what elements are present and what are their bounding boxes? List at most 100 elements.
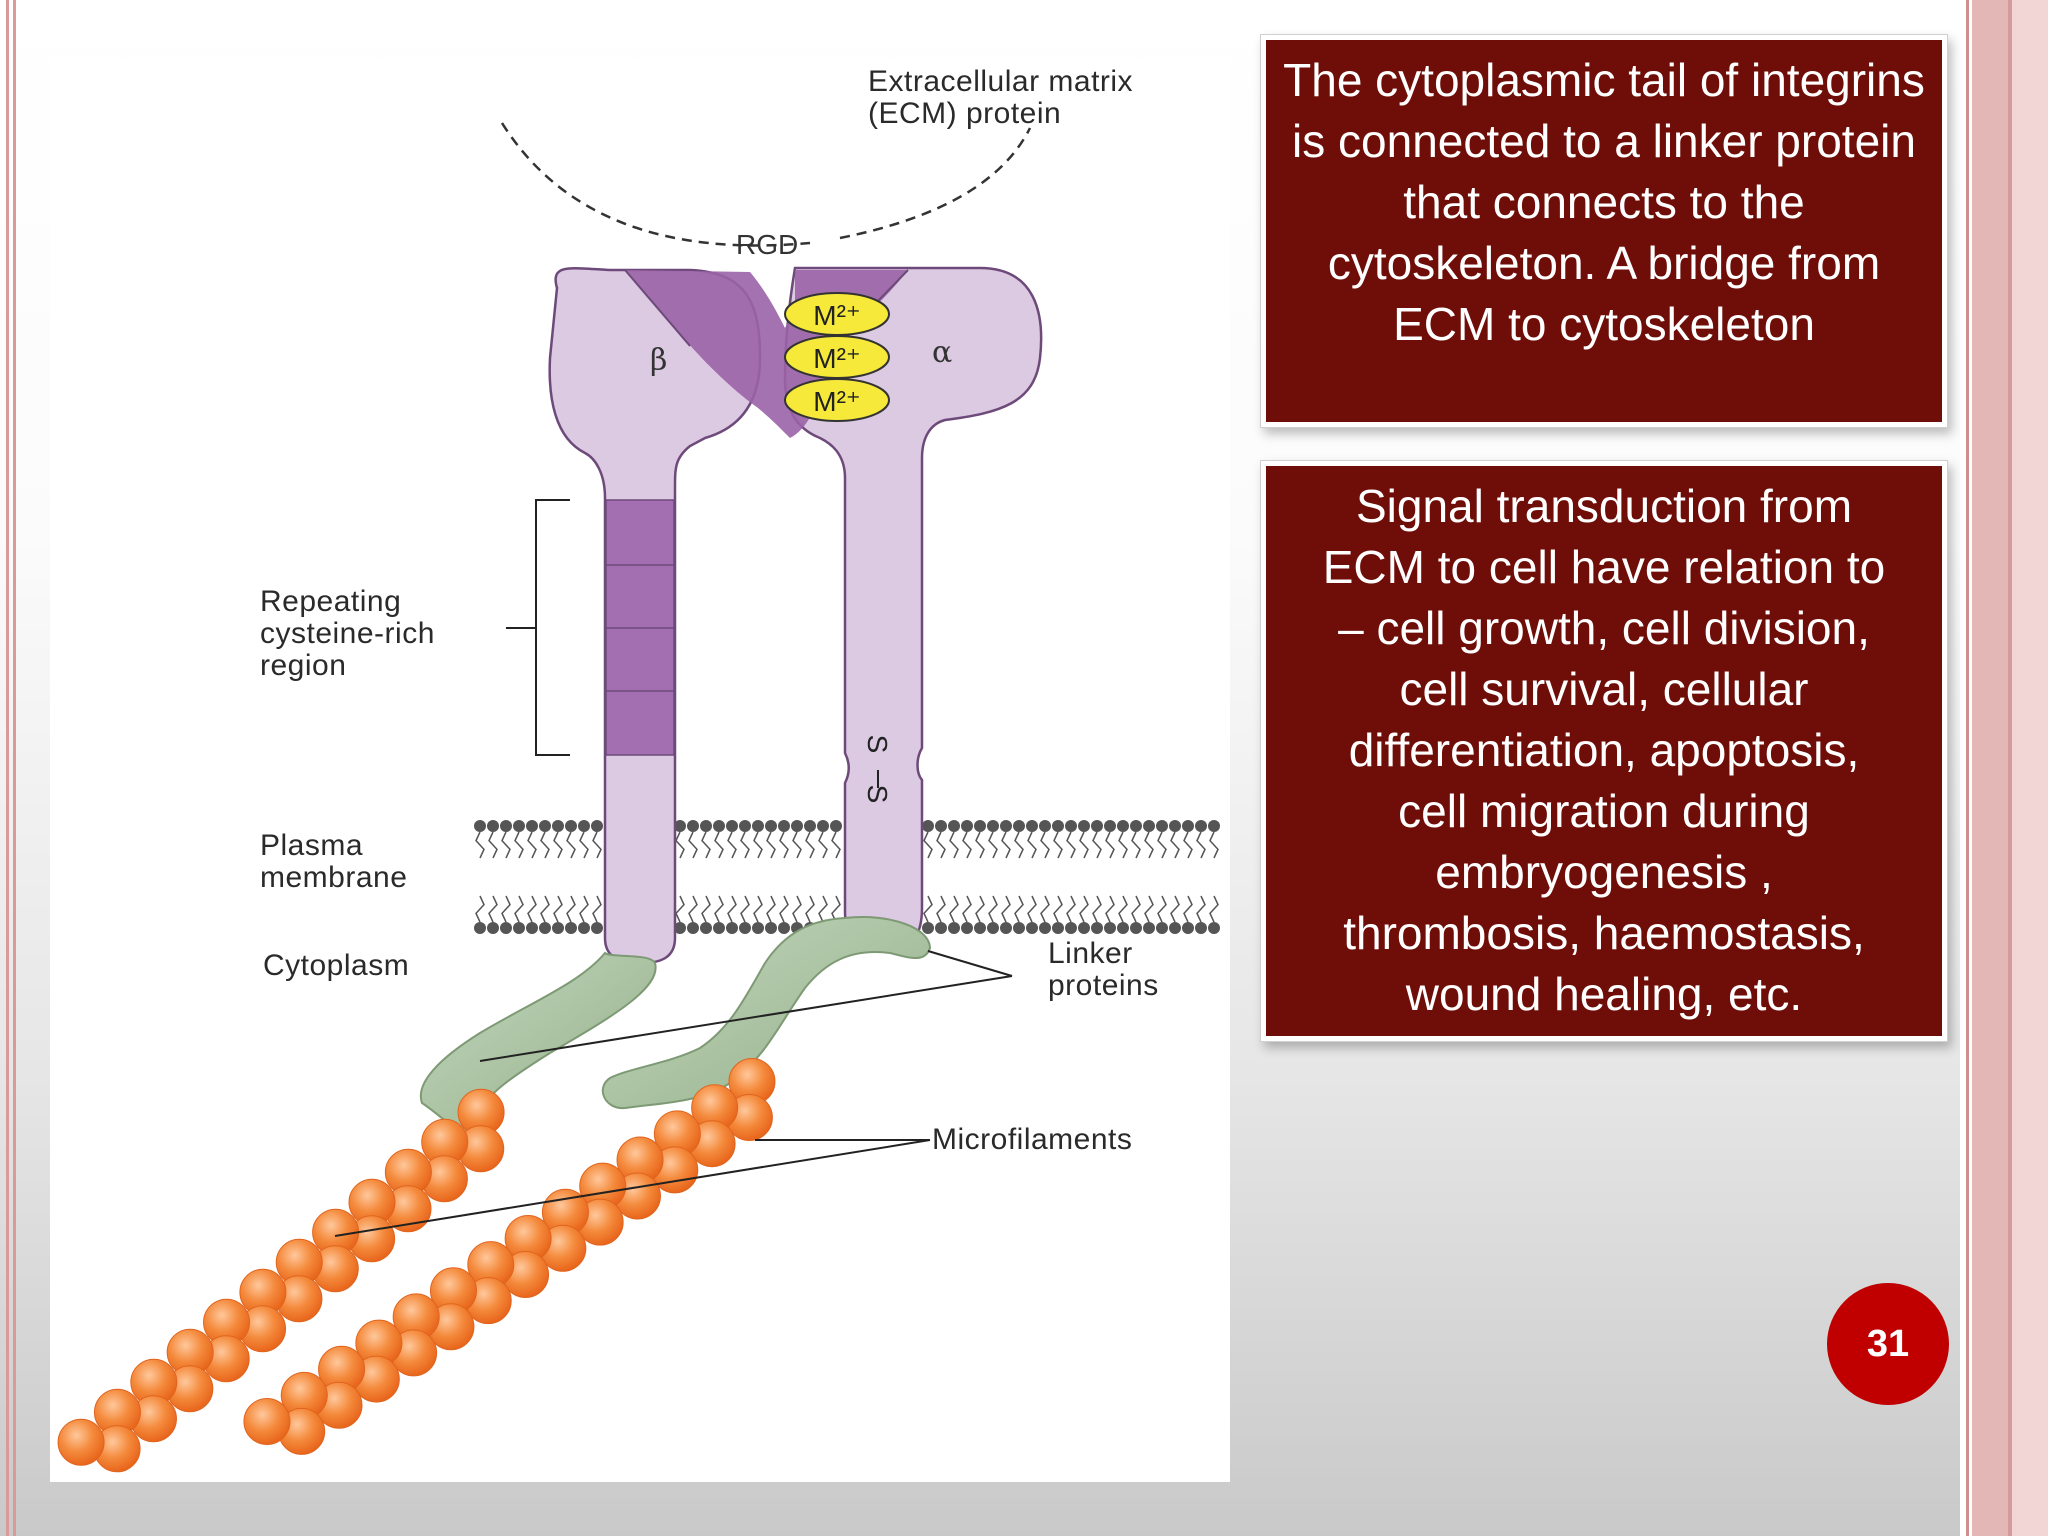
lipid-tail	[675, 895, 685, 923]
lipid-tail	[1209, 895, 1219, 923]
lipid-head	[1169, 922, 1181, 934]
lipid-tail	[688, 831, 698, 859]
lipid-head	[922, 820, 934, 832]
lipid-head	[1039, 820, 1051, 832]
lipid-tail	[1014, 831, 1024, 859]
lipid-tail	[566, 895, 576, 923]
lipid-head	[752, 820, 764, 832]
lipid-tail	[1157, 831, 1167, 859]
lipid-tail	[1001, 895, 1011, 923]
lipid-tail	[592, 831, 602, 859]
lipid-head	[961, 922, 973, 934]
lipid-head	[1104, 820, 1116, 832]
signal-transduction-textbox: Signal transduction from ECM to cell hav…	[1266, 466, 1942, 1036]
lipid-head	[974, 922, 986, 934]
lipid-head	[726, 922, 738, 934]
lipid-head	[1052, 820, 1064, 832]
lipid-head	[987, 922, 999, 934]
lipid-head	[935, 820, 947, 832]
lipid-tail	[805, 831, 815, 859]
lipid-head	[539, 820, 551, 832]
lipid-tail	[779, 831, 789, 859]
lipid-tail	[1027, 831, 1037, 859]
lipid-tail	[514, 895, 524, 923]
lipid-head	[513, 922, 525, 934]
integrin-linker-textbox: The cytoplasmic tail of integrins is con…	[1266, 40, 1942, 422]
lipid-head	[765, 820, 777, 832]
lipid-tail	[753, 831, 763, 859]
metal-ion	[784, 378, 890, 422]
lipid-tail	[792, 895, 802, 923]
lipid-tail	[1014, 895, 1024, 923]
lipid-tail	[740, 831, 750, 859]
lipid-head	[1117, 922, 1129, 934]
lipid-tail	[831, 895, 841, 923]
lipid-tail	[1157, 895, 1167, 923]
lipid-tail	[1183, 895, 1193, 923]
lipid-tail	[1209, 831, 1219, 859]
lipid-tail	[488, 895, 498, 923]
lipid-tail	[962, 831, 972, 859]
microfilaments	[57, 1058, 776, 1473]
lipid-head	[1208, 820, 1220, 832]
lipid-tail	[1066, 831, 1076, 859]
lipid-head	[552, 922, 564, 934]
lipid-tail	[1144, 895, 1154, 923]
lipid-tail	[936, 831, 946, 859]
lipid-head	[1026, 820, 1038, 832]
lipid-head	[474, 820, 486, 832]
cysteine-rich-label: Repeating cysteine-rich region	[260, 585, 435, 682]
lipid-tail	[1131, 831, 1141, 859]
lipid-head	[713, 820, 725, 832]
integrin-linker-text: The cytoplasmic tail of integrins is con…	[1283, 54, 1925, 350]
lipid-tail	[1092, 831, 1102, 859]
metal-ion-sites: M²⁺ M²⁺ M²⁺	[784, 292, 890, 422]
lipid-head	[1000, 922, 1012, 934]
lipid-tail	[766, 831, 776, 859]
lipid-tail	[527, 831, 537, 859]
lipid-tail	[1144, 831, 1154, 859]
lipid-tail	[714, 831, 724, 859]
linker-proteins-label: Linker proteins	[1048, 937, 1159, 1002]
linker-pointer-1	[927, 950, 1013, 977]
lipid-tail	[936, 895, 946, 923]
lipid-head	[513, 820, 525, 832]
lipid-tail	[949, 895, 959, 923]
lipid-head	[1078, 820, 1090, 832]
lipid-head	[565, 820, 577, 832]
lipid-head	[474, 922, 486, 934]
lipid-tail	[1183, 831, 1193, 859]
lipid-tail	[553, 895, 563, 923]
lipid-tail	[1196, 895, 1206, 923]
lipid-head	[1026, 922, 1038, 934]
cysteine-bracket	[535, 499, 570, 756]
lipid-tail	[975, 831, 985, 859]
lipid-tail	[779, 895, 789, 923]
lipid-head	[578, 820, 590, 832]
lipid-head	[1091, 820, 1103, 832]
lipid-head	[778, 922, 790, 934]
lipid-head	[1052, 922, 1064, 934]
lipid-tail	[792, 831, 802, 859]
lipid-head	[1000, 820, 1012, 832]
lipid-head	[1065, 922, 1077, 934]
lipid-head	[922, 922, 934, 934]
lipid-tail	[1079, 831, 1089, 859]
lipid-head	[1195, 922, 1207, 934]
lipid-tail	[1040, 895, 1050, 923]
lipid-head	[739, 820, 751, 832]
lipid-head	[687, 922, 699, 934]
lipid-head	[1039, 922, 1051, 934]
lipid-tail	[1196, 831, 1206, 859]
lipid-tail	[805, 895, 815, 923]
lipid-tail	[818, 895, 828, 923]
rgd-label: RGD	[736, 229, 798, 260]
lipid-head	[700, 820, 712, 832]
slide-number-badge: 31	[1827, 1283, 1949, 1405]
lipid-tail	[975, 895, 985, 923]
metal-ion-label: M²⁺	[813, 386, 860, 417]
integrin-diagram: M²⁺ M²⁺ M²⁺ S S β α RGD	[57, 122, 1220, 1473]
lipid-tail	[818, 831, 828, 859]
lipid-tail	[488, 831, 498, 859]
lipid-head	[961, 820, 973, 832]
